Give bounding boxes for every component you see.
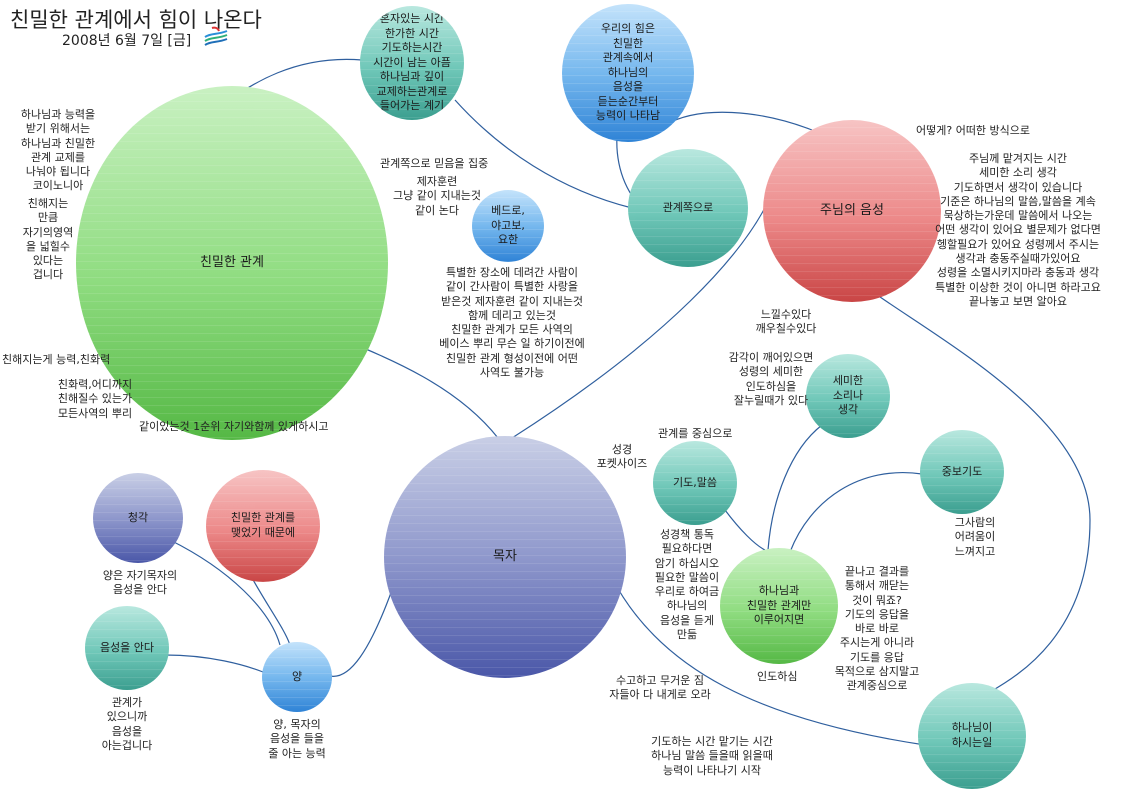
note-special-place: 특별한 장소에 데려간 사람이 같이 간사람이 특별한 사랑을 받은것 제자훈련… (439, 266, 585, 380)
note-guidance: 인도하심 (757, 670, 798, 683)
note-how: 어떻게? 어떠한 방식으로 (916, 124, 1031, 137)
note-entrusted-time: 주님께 맡겨지는 시간 세미한 소리 생각 기도하면서 생각이 있습니다 기준은… (935, 152, 1101, 308)
note-left-root: 친화력,어디까지 친해질수 있는가 모든사역의 뿌리 (57, 378, 133, 420)
note-center: 관계를 중심으로 (658, 427, 733, 440)
link-know-sheep (164, 654, 264, 673)
node-our-power[interactable]: 우리의 힘은 친밀한 관계속에서 하나님의 음성을 듣는순간부터 능력이 나타남 (562, 4, 694, 142)
node-prayer-word[interactable]: 기도,말씀 (653, 441, 737, 525)
link-intercede-intimate (789, 472, 923, 553)
note-bible-reading: 성경책 통독 필요하다면 암기 하십시오 필요한 말씀이 우리로 하여금 하나님… (654, 528, 720, 642)
note-left-together: 같이있는것 1순위 자기와함께 있게하시고 (139, 420, 329, 433)
node-toward-relationship[interactable]: 관계쪽으로 (628, 149, 748, 267)
note-relationship-know: 관계가 있으니까 음성을 아는겁니다 (101, 696, 153, 752)
link-hearing-sheep (169, 539, 281, 646)
note-sheep-ability: 양, 목자의 음성을 들을 줄 아는 능력 (268, 718, 326, 760)
link-power-voice (664, 111, 813, 131)
node-intimate-with-god[interactable]: 하나님과 친밀한 관계만 이루어지면 (720, 548, 838, 664)
link-alone-relation (454, 99, 633, 209)
wave-logo-icon (204, 26, 228, 46)
node-intercession[interactable]: 중보기도 (920, 430, 1004, 514)
link-subtle-intimate (767, 424, 823, 551)
node-subtle-voice[interactable]: 세미한 소리나 생각 (806, 354, 890, 438)
note-sense: 감각이 깨어있으면 성령의 세미한 인도하심을 잘누릴때가 있다 (728, 351, 814, 407)
page-title: 친밀한 관계에서 힘이 나온다 (10, 8, 262, 32)
node-hearing[interactable]: 청각 (93, 473, 183, 563)
link-prayer-intimate (724, 509, 766, 551)
node-sheep[interactable]: 양 (262, 642, 332, 712)
note-left-affinity: 친해지는게 능력,친화력 (2, 353, 111, 366)
note-result: 끝나고 결과를 통해서 깨닫는 것이 뭐죠? 기도의 응답을 바로 바로 주시는… (834, 565, 920, 693)
note-discipleship: 제자훈련 그냥 같이 지내는것 같이 논다 (393, 175, 481, 217)
note-left-area: 친해지는 만큼 자기의영역 을 넓힐수 있다는 겁니다 (22, 197, 74, 282)
link-shepherd-sheep (329, 589, 393, 677)
note-labor: 수고하고 무거운 짐 자들아 다 내게로 오라 (609, 674, 711, 702)
node-intimate-relationship[interactable]: 친밀한 관계 (76, 86, 388, 440)
node-gods-work[interactable]: 하나님이 하시는일 (918, 683, 1026, 789)
node-know-voice[interactable]: 음성을 안다 (85, 606, 169, 690)
note-left-power: 하나님과 능력을 받기 위해서는 하나님과 친밀한 관계 교제를 나눠야 됩니다… (20, 108, 96, 193)
link-voice-work (869, 289, 1091, 696)
note-sheep-know: 양은 자기목자의 음성을 안다 (102, 569, 178, 597)
note-bible: 성경 포켓사이즈 (596, 443, 648, 471)
page-date: 2008년 6월 7일 [금] (62, 33, 192, 49)
note-prayer-time: 기도하는 시간 맡기는 시간 하나님 말씀 들을때 읽을때 능력이 나타나기 시… (651, 735, 773, 777)
note-feel: 느낄수있다 깨우칠수있다 (755, 308, 817, 336)
node-alone-time[interactable]: 혼자있는 시간 한가한 시간 기도하는시간 시간이 남는 아픔 하나님과 깊이 … (360, 6, 464, 120)
node-lords-voice[interactable]: 주님의 음성 (763, 120, 941, 302)
node-peter-james-john[interactable]: 베드로, 야고보, 요한 (472, 190, 544, 262)
node-because-intimate[interactable]: 친밀한 관계를 맺었기 때문에 (206, 470, 320, 582)
link-shepherd-work (611, 577, 926, 746)
link-because-sheep (251, 577, 291, 646)
node-shepherd[interactable]: 목자 (384, 436, 626, 678)
note-faith-focus: 관계쪽으로 믿음을 집중 (380, 157, 489, 170)
note-other-person: 그사람의 어려움이 느껴지고 (954, 516, 996, 558)
